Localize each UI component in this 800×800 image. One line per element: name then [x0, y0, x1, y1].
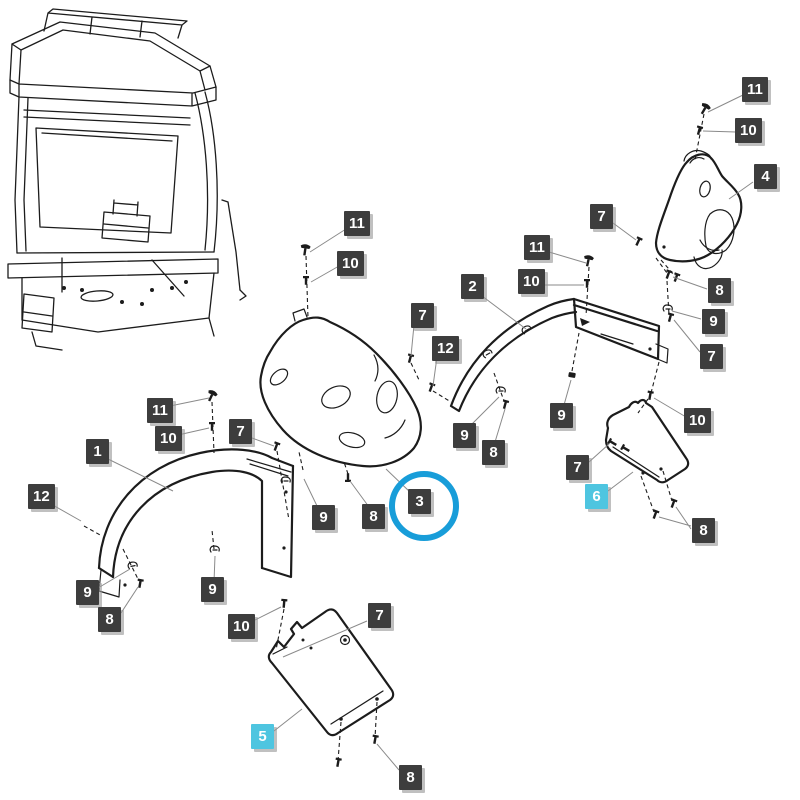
assembly-dash-lines: [83, 113, 705, 762]
part-label-8[interactable]: 8: [692, 518, 715, 543]
part-label-9[interactable]: 9: [201, 577, 224, 602]
part-label-1[interactable]: 1: [86, 439, 109, 464]
part-label-7[interactable]: 7: [229, 419, 252, 444]
part-label-11[interactable]: 11: [147, 398, 173, 423]
part-label-9[interactable]: 9: [312, 505, 335, 530]
part-5-cover-plate: [267, 608, 395, 737]
part-label-10[interactable]: 10: [735, 118, 762, 143]
part-label-8[interactable]: 8: [399, 765, 422, 790]
part-label-10[interactable]: 10: [155, 426, 182, 451]
part-label-3[interactable]: 3: [408, 489, 431, 514]
part-label-12[interactable]: 12: [28, 484, 55, 509]
part-label-10[interactable]: 10: [337, 251, 364, 276]
part-label-7[interactable]: 7: [700, 344, 723, 369]
part-label-2[interactable]: 2: [461, 274, 484, 299]
part-label-11[interactable]: 11: [742, 77, 768, 102]
part-label-8[interactable]: 8: [362, 504, 385, 529]
part-label-7[interactable]: 7: [590, 204, 613, 229]
part-6-small-plate: [604, 398, 690, 484]
part-label-9[interactable]: 9: [76, 580, 99, 605]
part-label-10[interactable]: 10: [228, 614, 255, 639]
part-label-8[interactable]: 8: [482, 440, 505, 465]
part-label-6[interactable]: 6: [585, 484, 608, 509]
part-label-9[interactable]: 9: [702, 309, 725, 334]
highlight-ring: [389, 471, 459, 541]
part-label-5[interactable]: 5: [251, 724, 274, 749]
part-label-8[interactable]: 8: [98, 607, 121, 632]
leader-lines: [50, 94, 754, 771]
part-label-9[interactable]: 9: [453, 423, 476, 448]
part-label-11[interactable]: 11: [344, 211, 370, 236]
cab-illustration: [7, 8, 247, 351]
part-label-10[interactable]: 10: [518, 269, 545, 294]
part-1-fender-left: [97, 448, 295, 598]
part-2-fender-arch: [449, 297, 669, 413]
part-label-7[interactable]: 7: [368, 603, 391, 628]
part-label-7[interactable]: 7: [566, 455, 589, 480]
part-label-4[interactable]: 4: [754, 164, 777, 189]
part-label-12[interactable]: 12: [432, 336, 459, 361]
part-4-side-bracket: [654, 149, 743, 270]
part-label-10[interactable]: 10: [684, 408, 711, 433]
part-label-8[interactable]: 8: [708, 278, 731, 303]
part-label-11[interactable]: 11: [524, 235, 550, 260]
part-3-center-bracket: [259, 308, 422, 468]
part-label-7[interactable]: 7: [411, 303, 434, 328]
part-label-9[interactable]: 9: [550, 403, 573, 428]
